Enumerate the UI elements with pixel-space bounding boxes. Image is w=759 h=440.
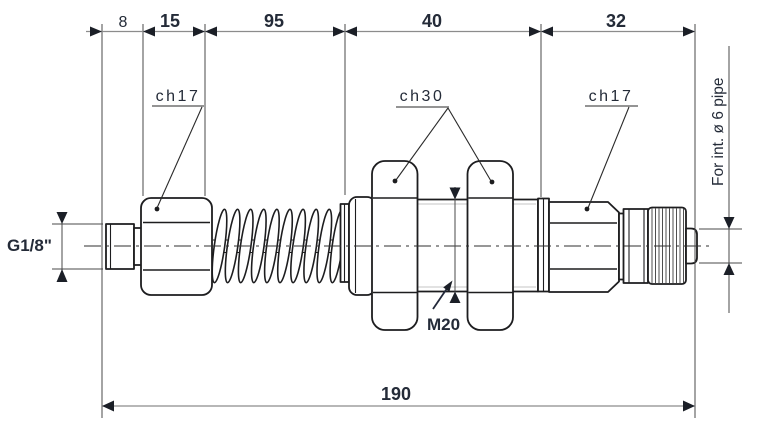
dim-32-label: 32 (606, 11, 626, 31)
dim-190-label: 190 (381, 384, 411, 404)
dim-95-label: 95 (264, 11, 284, 31)
label-ch17-right: ch17 (584, 88, 638, 212)
thread-g18-label: G1/8" (7, 236, 52, 255)
ch17-right-label: ch17 (589, 88, 634, 105)
spacer-ring (537, 197, 550, 293)
dim-8-label: 8 (119, 14, 128, 31)
thread-dimension-left: G1/8" (7, 212, 103, 282)
ch30-label: ch30 (400, 88, 445, 105)
hex-nut-right-ch17 (548, 201, 620, 293)
ch17-left-label: ch17 (156, 88, 201, 105)
thread-m20-label: M20 (427, 315, 460, 334)
dim-15-label: 15 (160, 11, 180, 31)
m20-dimension: M20 (427, 187, 461, 334)
label-ch30: ch30 (392, 88, 495, 185)
dimension-chain-top: 8 15 95 40 32 (86, 11, 696, 418)
pipe-note-label: For int. ø 6 pipe (710, 77, 727, 186)
dimension-overall-length: 190 (102, 384, 695, 412)
dim-40-label: 40 (422, 11, 442, 31)
pipe-dimension: For int. ø 6 pipe (699, 46, 742, 313)
label-ch17-left: ch17 (152, 88, 204, 212)
spring (211, 203, 350, 284)
